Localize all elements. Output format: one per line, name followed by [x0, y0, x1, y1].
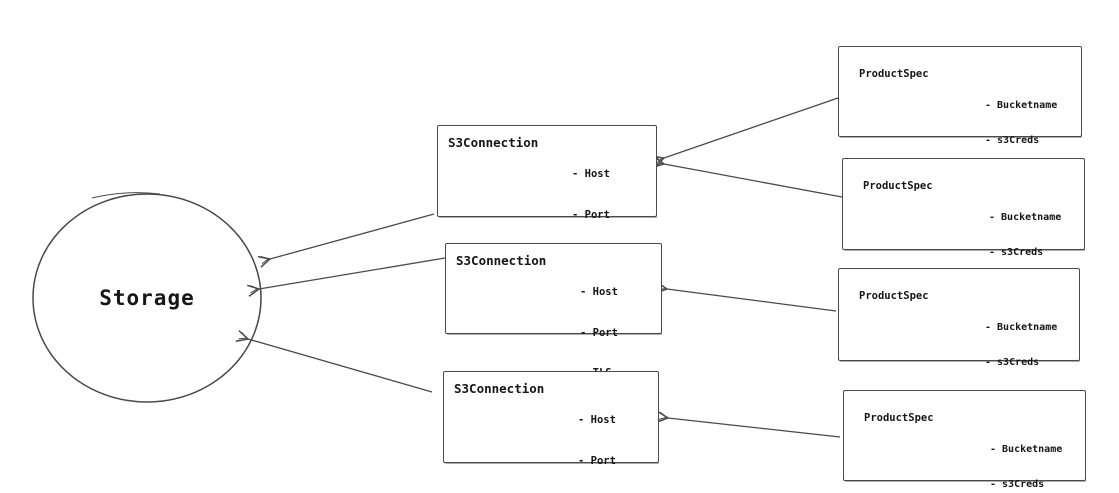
attribute-bucketname: - Bucketname	[985, 322, 1058, 333]
attribute-port: - Port	[578, 454, 616, 467]
attribute-port: - Port	[580, 326, 618, 339]
s3-connection-node-3: S3Connection - Host - Port - TLS	[443, 371, 659, 467]
attribute-bucketname: - Bucketname	[989, 212, 1062, 223]
product-spec-node-4: ProductSpec - Bucketname - s3Creds	[843, 390, 1086, 490]
product-spec-node-2: ProductSpec - Bucketname - s3Creds	[842, 158, 1085, 258]
attribute-host: - Host	[580, 286, 618, 298]
product-spec-node-3: ProductSpec - Bucketname - s3Creds	[838, 268, 1080, 368]
product-spec-node-1: ProductSpec - Bucketname - s3Creds	[838, 46, 1082, 146]
attribute-s3creds: - s3Creds	[990, 478, 1045, 490]
product-spec-title: ProductSpec	[864, 412, 934, 424]
product-spec-attributes: - Bucketname - s3Creds	[985, 299, 1057, 391]
s3-connection-title: S3Connection	[456, 253, 547, 268]
storage-node-label: Storage	[99, 286, 195, 310]
s3-connection-node-2: S3Connection - Host - Port - TLS	[445, 243, 662, 379]
attribute-s3creds: - s3Creds	[989, 246, 1044, 258]
s3-connection-attributes: - Host - Port - TLS	[578, 387, 616, 493]
s3-connection-title: S3Connection	[454, 381, 545, 396]
edge-product-spec-3-to-s3-connection-2	[655, 281, 837, 312]
edge-s3-connection-2-to-storage	[247, 257, 446, 297]
attribute-bucketname: - Bucketname	[990, 444, 1063, 455]
attribute-host: - Host	[578, 414, 616, 426]
attribute-host: - Host	[572, 168, 610, 180]
edge-product-spec-1-to-s3-connection-1	[651, 97, 839, 168]
storage-circle	[32, 193, 262, 403]
product-spec-attributes: - Bucketname - s3Creds	[989, 189, 1061, 281]
product-spec-title: ProductSpec	[859, 290, 929, 302]
s3-connection-title: S3Connection	[448, 135, 539, 150]
product-spec-attributes: - Bucketname - s3Creds	[985, 77, 1057, 169]
attribute-port: - Port	[572, 208, 610, 221]
product-spec-title: ProductSpec	[859, 68, 929, 80]
attribute-s3creds: - s3Creds	[985, 134, 1040, 146]
attribute-bucketname: - Bucketname	[985, 100, 1058, 111]
edge-s3-connection-3-to-storage	[235, 330, 433, 393]
storage-circle-sketch-overlap	[91, 192, 161, 199]
edge-s3-connection-1-to-storage	[257, 213, 435, 268]
s3-connection-node-1: S3Connection - Host - Port - TLS	[437, 125, 657, 261]
product-spec-attributes: - Bucketname - s3Creds	[990, 421, 1062, 493]
edge-product-spec-2-to-s3-connection-1	[651, 155, 843, 198]
product-spec-title: ProductSpec	[863, 180, 933, 192]
attribute-s3creds: - s3Creds	[985, 356, 1040, 368]
edge-product-spec-4-to-s3-connection-3	[656, 410, 841, 438]
